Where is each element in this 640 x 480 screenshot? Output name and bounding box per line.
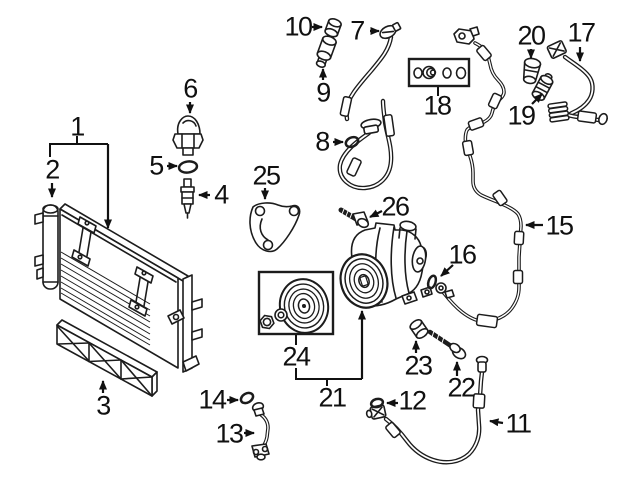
condenser-drawing: [34, 203, 203, 373]
cap-23-drawing: [409, 318, 429, 340]
valve-4-drawing: [180, 178, 195, 219]
o-ring-14-drawing: [239, 391, 255, 405]
o-ring-16-drawing: [426, 274, 438, 290]
callout-5: 5: [149, 150, 164, 181]
hose-7-drawing: [340, 21, 402, 188]
callout-19: 19: [507, 100, 536, 131]
pipe-13-drawing: [251, 401, 270, 461]
hose-11-drawing: [365, 355, 489, 463]
callout-2: 2: [45, 154, 60, 185]
hose-17-drawing: [546, 40, 609, 126]
callout-lines: [48, 23, 584, 437]
callout-16: 16: [448, 239, 477, 270]
callout-24: 24: [282, 341, 311, 372]
callout-20: 20: [517, 20, 546, 51]
callout-7: 7: [350, 15, 365, 46]
valve-9-drawing: [315, 35, 337, 68]
pressure-switch-drawing: [172, 115, 204, 156]
o-ring-5-drawing: [177, 160, 199, 174]
gasket-kit-box-drawing: [407, 57, 471, 88]
callout-26: 26: [381, 191, 410, 222]
condenser-bracket: [128, 266, 154, 317]
callout-17: 17: [567, 17, 596, 48]
pipe-15-drawing: [435, 26, 525, 329]
callout-11: 11: [505, 408, 532, 439]
callout-1: 1: [70, 111, 85, 142]
callout-10: 10: [284, 11, 313, 42]
condenser-bracket: [71, 216, 97, 267]
callout-15: 15: [545, 210, 574, 241]
cap-10-drawing: [324, 18, 342, 38]
o-ring-8-drawing: [344, 135, 360, 149]
sensor-19-drawing: [531, 73, 554, 101]
callout-8: 8: [315, 126, 330, 157]
compressor-drawing: [339, 220, 433, 309]
callout-22: 22: [447, 372, 476, 403]
bolt-22-drawing: [427, 329, 467, 360]
callout-18: 18: [423, 90, 452, 121]
callout-23: 23: [404, 350, 433, 381]
o-ring-12-drawing: [369, 397, 385, 409]
seal-strip-drawing: [56, 319, 158, 397]
callout-9: 9: [316, 77, 331, 108]
callout-21: 21: [318, 382, 347, 413]
callout-14: 14: [198, 384, 227, 415]
callout-4: 4: [214, 179, 229, 210]
bracket-25-drawing: [249, 202, 301, 253]
clutch-kit-box-drawing: [257, 270, 335, 336]
callout-3: 3: [96, 390, 111, 421]
callout-6: 6: [183, 73, 198, 104]
callout-25: 25: [252, 160, 281, 191]
callout-13: 13: [215, 418, 244, 449]
bolt-26-drawing: [338, 207, 370, 229]
callout-12: 12: [398, 385, 427, 416]
